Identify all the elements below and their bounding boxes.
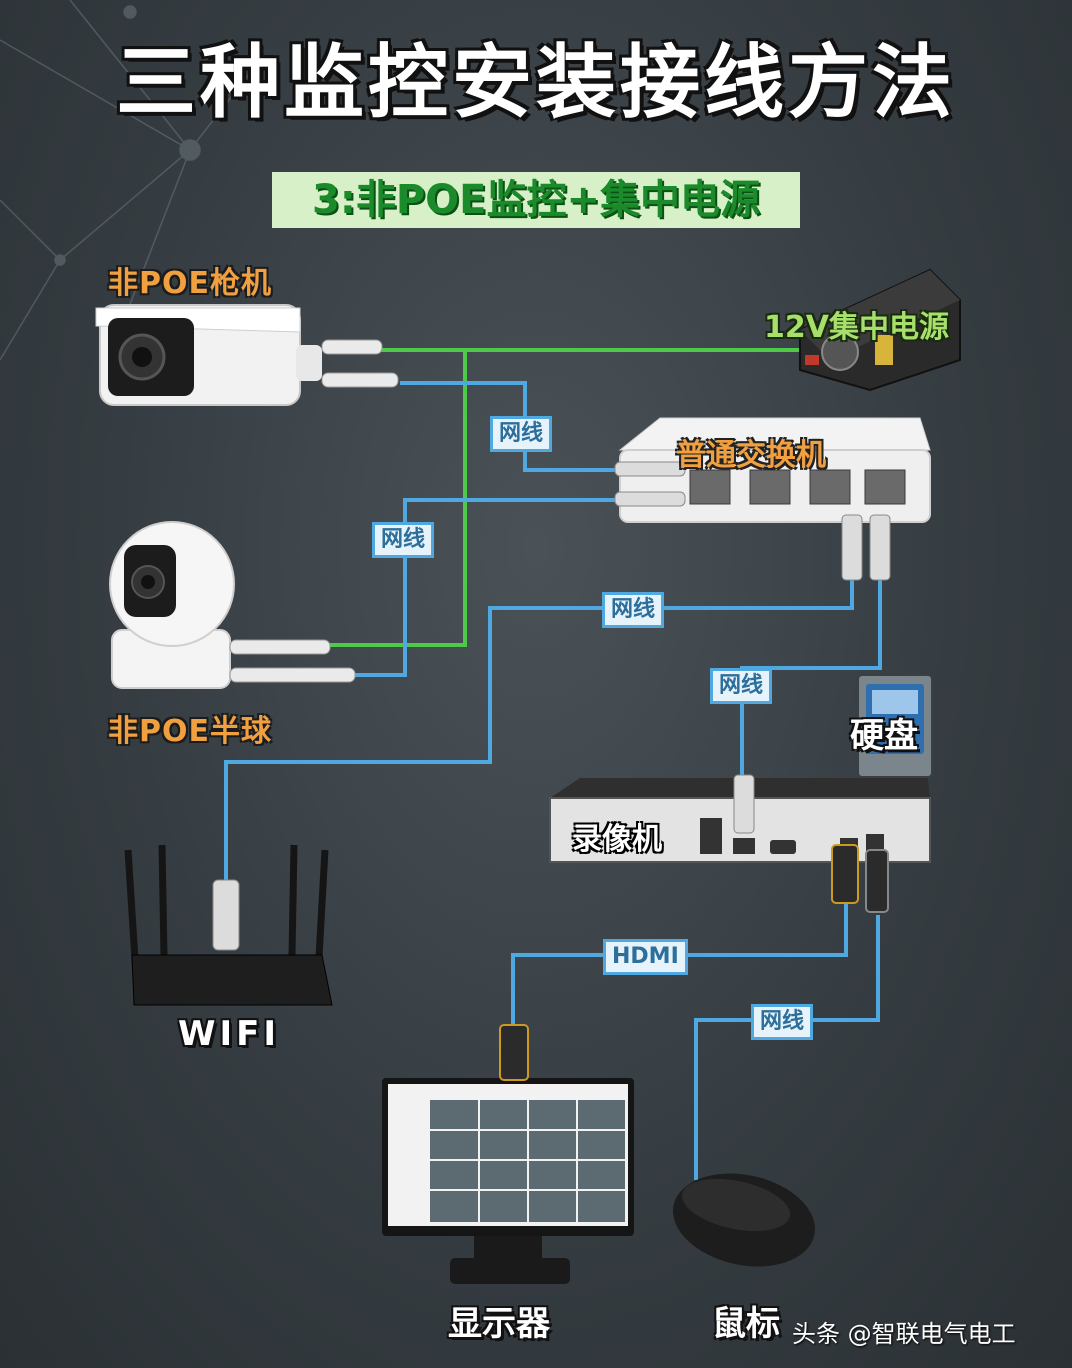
switch-label: 普通交换机 bbox=[676, 438, 826, 473]
wifi-router bbox=[124, 844, 333, 1006]
subtitle: 3:非POE监控+集中电源 bbox=[272, 172, 800, 228]
cable-label-hdmi: HDMI bbox=[603, 939, 688, 975]
cable-label-cam1: 网线 bbox=[490, 416, 553, 452]
bullet-camera-label: 非POE枪机 bbox=[108, 266, 272, 301]
watermark: 头条 @智联电气电工 bbox=[792, 1320, 1016, 1348]
monitor-label: 显示器 bbox=[448, 1304, 550, 1344]
page-title: 三种监控安装接线方法 bbox=[116, 36, 956, 129]
dome-camera bbox=[109, 521, 356, 689]
hard-disk-label: 硬盘 bbox=[850, 716, 918, 756]
hard-disk bbox=[857, 674, 933, 778]
dome-camera-label: 非POE半球 bbox=[108, 714, 272, 749]
cable-label-mouse: 网线 bbox=[751, 1004, 814, 1040]
router-label: WIFI bbox=[178, 1014, 281, 1054]
cable-label-nvr: 网线 bbox=[710, 668, 773, 704]
bullet-camera bbox=[95, 304, 399, 406]
network-switch bbox=[614, 417, 931, 581]
nvr-recorder bbox=[549, 774, 931, 913]
power-supply-label: 12V集中电源 bbox=[764, 310, 949, 345]
cable-label-cam2: 网线 bbox=[372, 522, 435, 558]
nvr-label: 录像机 bbox=[572, 822, 662, 857]
cable-label-router: 网线 bbox=[602, 592, 665, 628]
power-supply bbox=[799, 268, 961, 392]
mouse bbox=[672, 1173, 816, 1267]
monitor bbox=[382, 1024, 634, 1284]
mouse-label: 鼠标 bbox=[712, 1304, 780, 1344]
power-cables bbox=[330, 348, 800, 647]
background-network-decor bbox=[0, 0, 261, 361]
